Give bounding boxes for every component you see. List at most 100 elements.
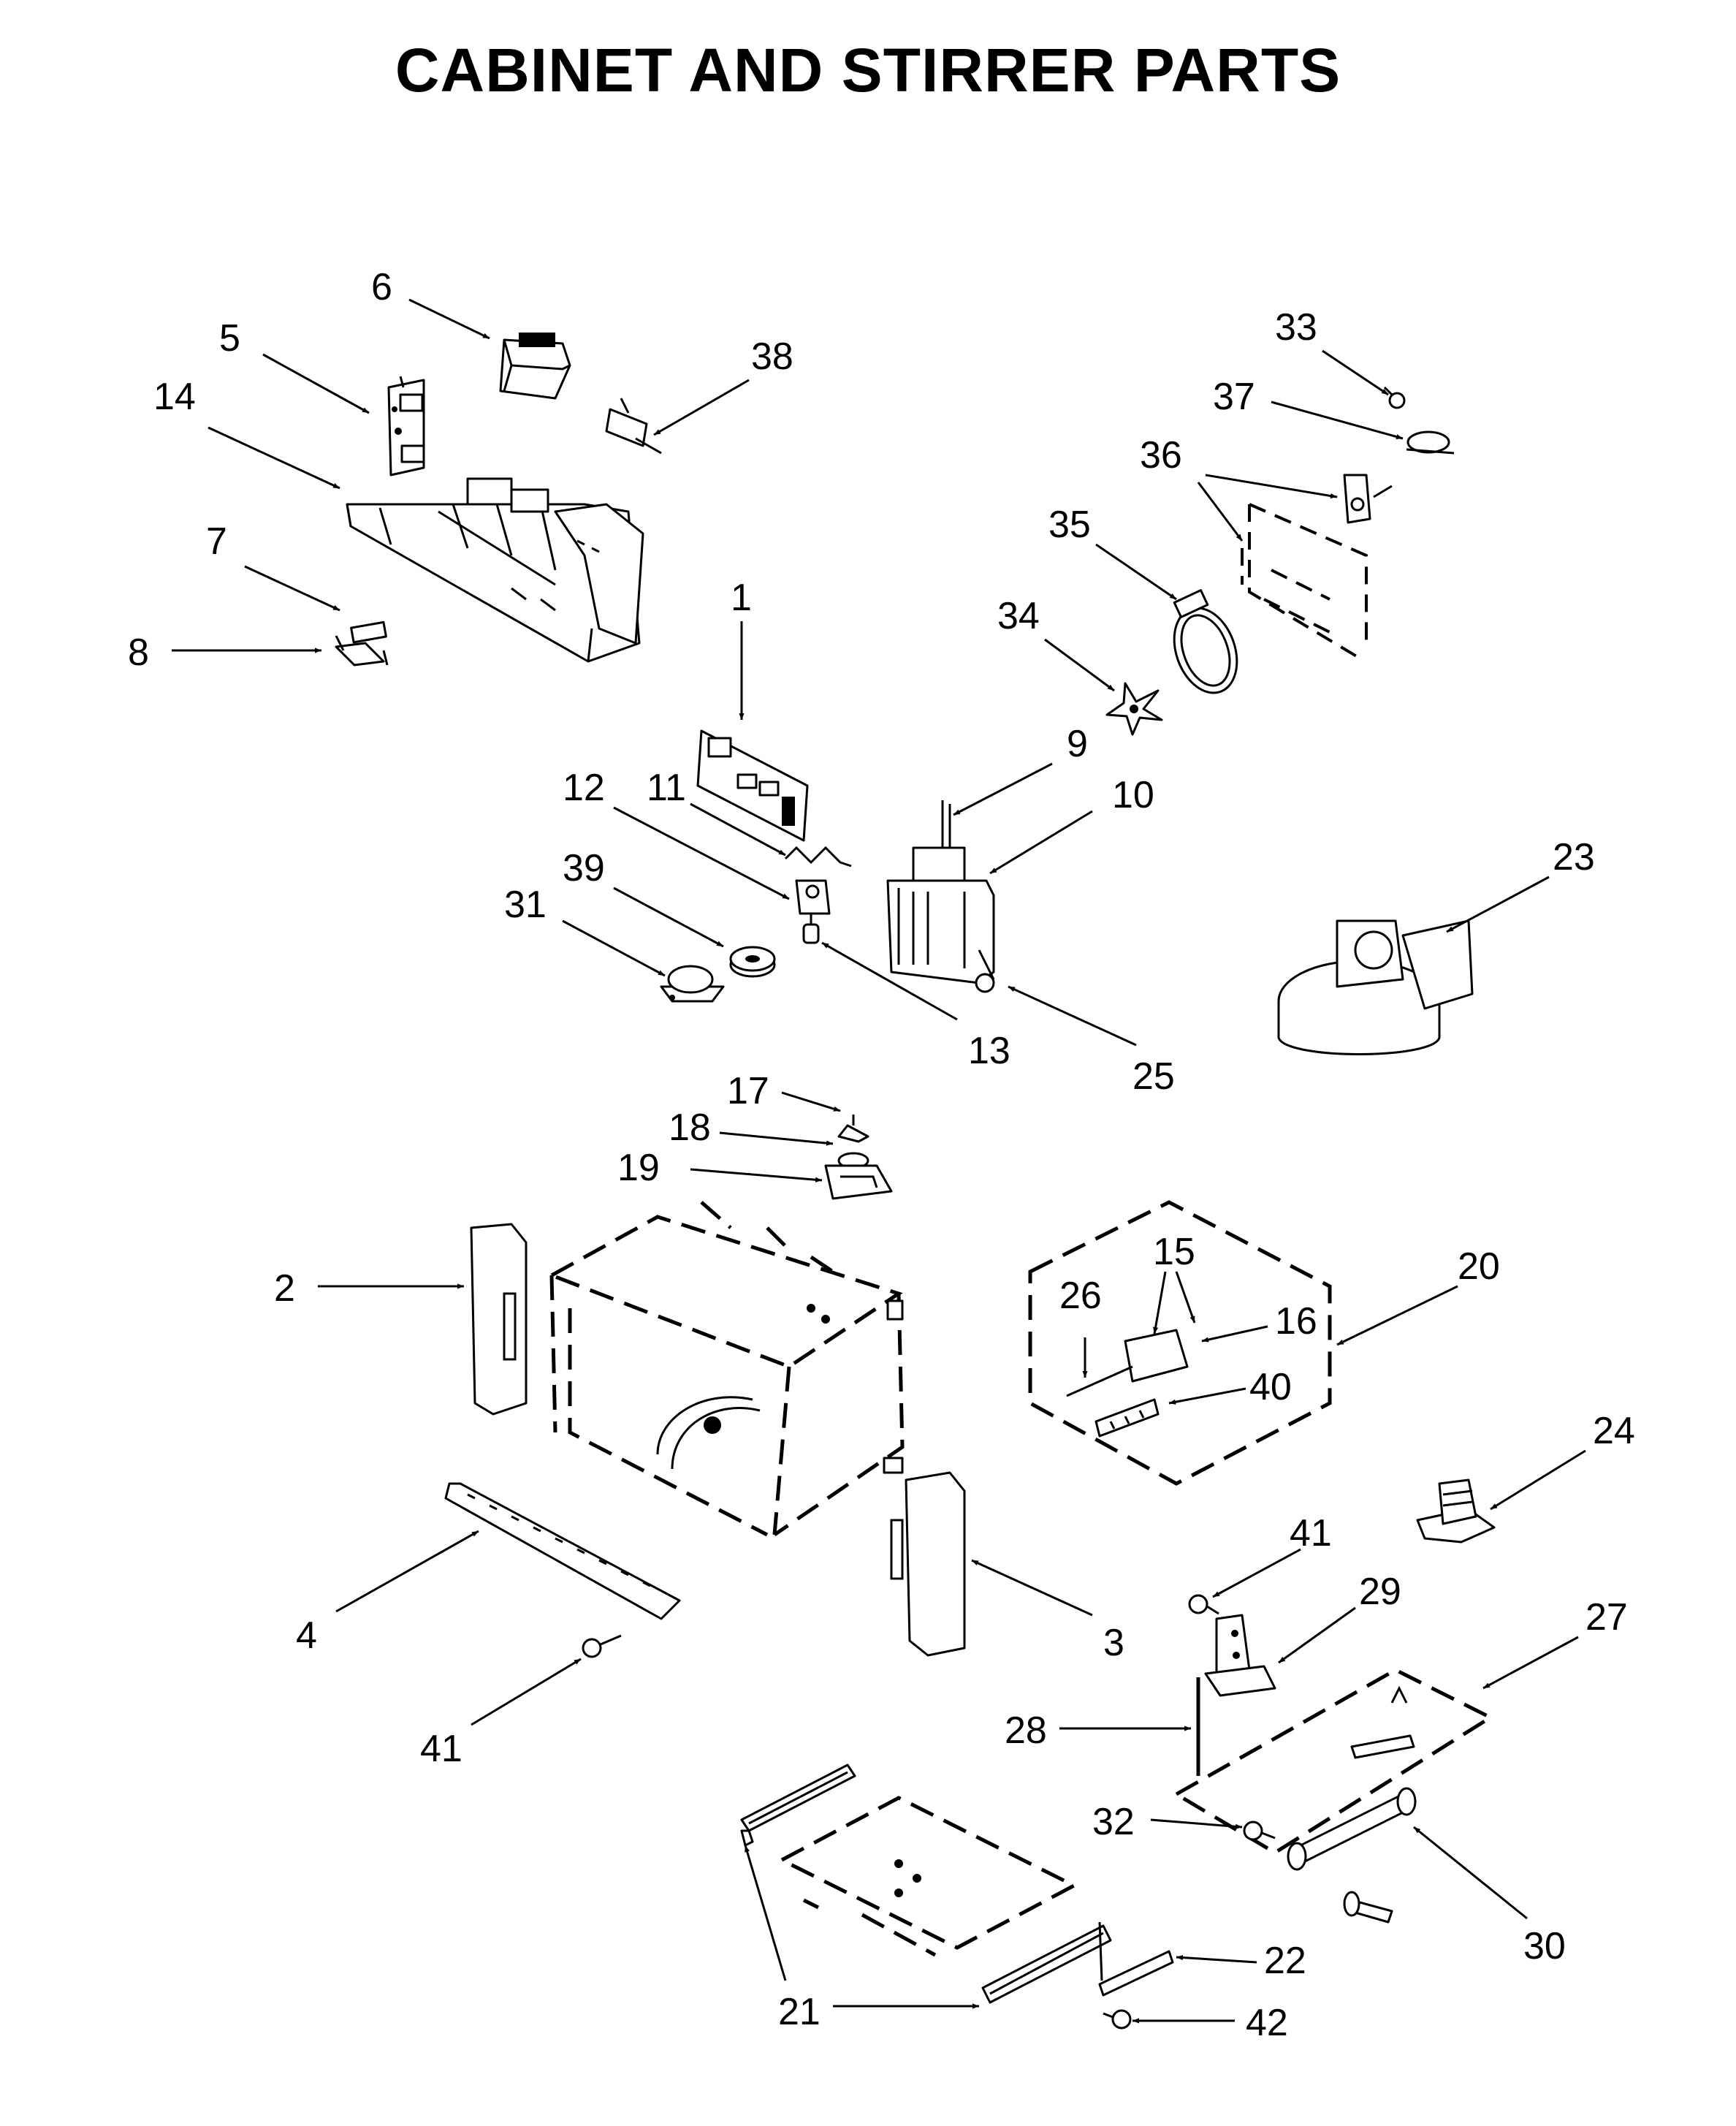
callout-35: 35 (1048, 504, 1091, 546)
part-41-screw-left (582, 1634, 622, 1658)
leader-29 (1278, 1606, 1356, 1664)
callout-12: 12 (563, 767, 605, 809)
leader-3 (971, 1559, 1093, 1617)
leader-18 (719, 1131, 834, 1146)
leader-24 (1490, 1449, 1586, 1511)
leader-36a (1205, 474, 1338, 499)
callout-41-right: 41 (1290, 1512, 1332, 1554)
part-42-screw (1103, 2009, 1132, 2030)
part-8-fuse-clip (335, 635, 389, 667)
leader-lines (172, 298, 1586, 2024)
leader-14 (208, 426, 340, 490)
callout-8: 8 (128, 631, 149, 674)
part-23-fan-assembly (1277, 919, 1474, 1055)
part-4-vent-grille (444, 1482, 681, 1620)
leader-15a (1153, 1271, 1167, 1335)
part-6-block (499, 333, 571, 400)
callout-18: 18 (669, 1106, 711, 1149)
callout-5: 5 (219, 317, 240, 360)
callout-41-left: 41 (420, 1728, 462, 1770)
callout-15: 15 (1153, 1231, 1195, 1273)
part-21-bottom-rails (740, 1764, 1112, 2004)
part-3-right-trim (890, 1471, 966, 1657)
part-30-belt (1287, 1787, 1417, 1871)
leader-31 (562, 919, 666, 977)
part-17-18-19-stack (824, 1115, 893, 1200)
callout-28: 28 (1005, 1709, 1047, 1752)
part-31-thermostat (660, 965, 725, 1003)
part-5-relay-board (387, 376, 425, 477)
callout-30: 30 (1523, 1925, 1566, 1967)
leader-33 (1322, 349, 1389, 396)
callout-10: 10 (1112, 774, 1154, 816)
leader-34 (1044, 638, 1115, 692)
leader-17 (781, 1091, 841, 1112)
callout-13: 13 (968, 1030, 1010, 1072)
part-14-control-bracket (346, 477, 644, 663)
leader-23 (1446, 876, 1550, 933)
leader-12 (613, 806, 790, 900)
leader-22 (1176, 1954, 1257, 1964)
leader-41b (1212, 1548, 1301, 1598)
leader-7 (244, 565, 340, 612)
callout-32: 32 (1092, 1801, 1135, 1843)
leader-30 (1413, 1826, 1528, 1920)
part-20-assembly-outline (1028, 1200, 1332, 1486)
leader-36b (1197, 482, 1244, 542)
callout-40: 40 (1249, 1366, 1292, 1408)
part-39-grommet (729, 946, 776, 978)
callout-1: 1 (731, 577, 752, 619)
leader-40 (1168, 1387, 1246, 1405)
leader-19 (690, 1168, 823, 1182)
leader-4 (335, 1530, 479, 1613)
callout-26: 26 (1059, 1275, 1102, 1317)
callout-39: 39 (563, 847, 605, 889)
part-27-plate-outline (1173, 1668, 1495, 1855)
callout-29: 29 (1359, 1571, 1401, 1613)
part-11-wire (784, 846, 852, 868)
leader-11 (690, 802, 786, 857)
part-35-clamp (1173, 589, 1238, 694)
part-22-bracket (1098, 1921, 1174, 1997)
part-shaft (1343, 1891, 1393, 1924)
callout-labels: 6 5 38 14 7 8 1 12 11 39 31 13 9 10 25 2… (128, 266, 1635, 2044)
leader-25 (1008, 985, 1137, 1047)
part-2-left-trim (470, 1223, 528, 1416)
callout-16: 16 (1275, 1300, 1317, 1343)
leader-32 (1150, 1818, 1243, 1829)
part-38-switch (605, 398, 662, 455)
leader-27 (1482, 1636, 1579, 1690)
callout-4: 4 (296, 1614, 317, 1657)
part-12-switch (795, 879, 831, 915)
part-24-transformer (1416, 1478, 1496, 1544)
part-cavity (547, 1201, 905, 1537)
callout-38: 38 (751, 335, 793, 378)
leader-16 (1201, 1325, 1268, 1343)
part-32-screw (1243, 1821, 1276, 1841)
callout-36: 36 (1140, 434, 1182, 477)
callout-37: 37 (1213, 376, 1255, 418)
leader-15b (1175, 1271, 1196, 1324)
callout-20: 20 (1458, 1245, 1500, 1288)
part-7-fuse (350, 620, 387, 644)
leader-21a (744, 1845, 787, 1981)
callout-19: 19 (617, 1147, 660, 1189)
leader-38 (653, 379, 750, 436)
leader-6 (408, 298, 490, 340)
part-34-stirrer-blade (1105, 682, 1163, 736)
leader-10 (989, 810, 1093, 875)
callout-14: 14 (153, 376, 196, 418)
callout-42: 42 (1246, 2002, 1288, 2044)
part-1-control-board (696, 729, 809, 842)
callout-9: 9 (1067, 723, 1088, 765)
leader-39 (613, 887, 724, 948)
leader-5 (262, 353, 370, 414)
callout-34: 34 (997, 595, 1040, 637)
part-29-bracket (1204, 1614, 1276, 1697)
part-33-screw (1383, 386, 1406, 409)
part-13-fuse (802, 914, 820, 944)
part-36-frame (1241, 503, 1368, 659)
callout-22: 22 (1264, 1940, 1306, 1982)
part-36-bracket (1343, 474, 1393, 524)
